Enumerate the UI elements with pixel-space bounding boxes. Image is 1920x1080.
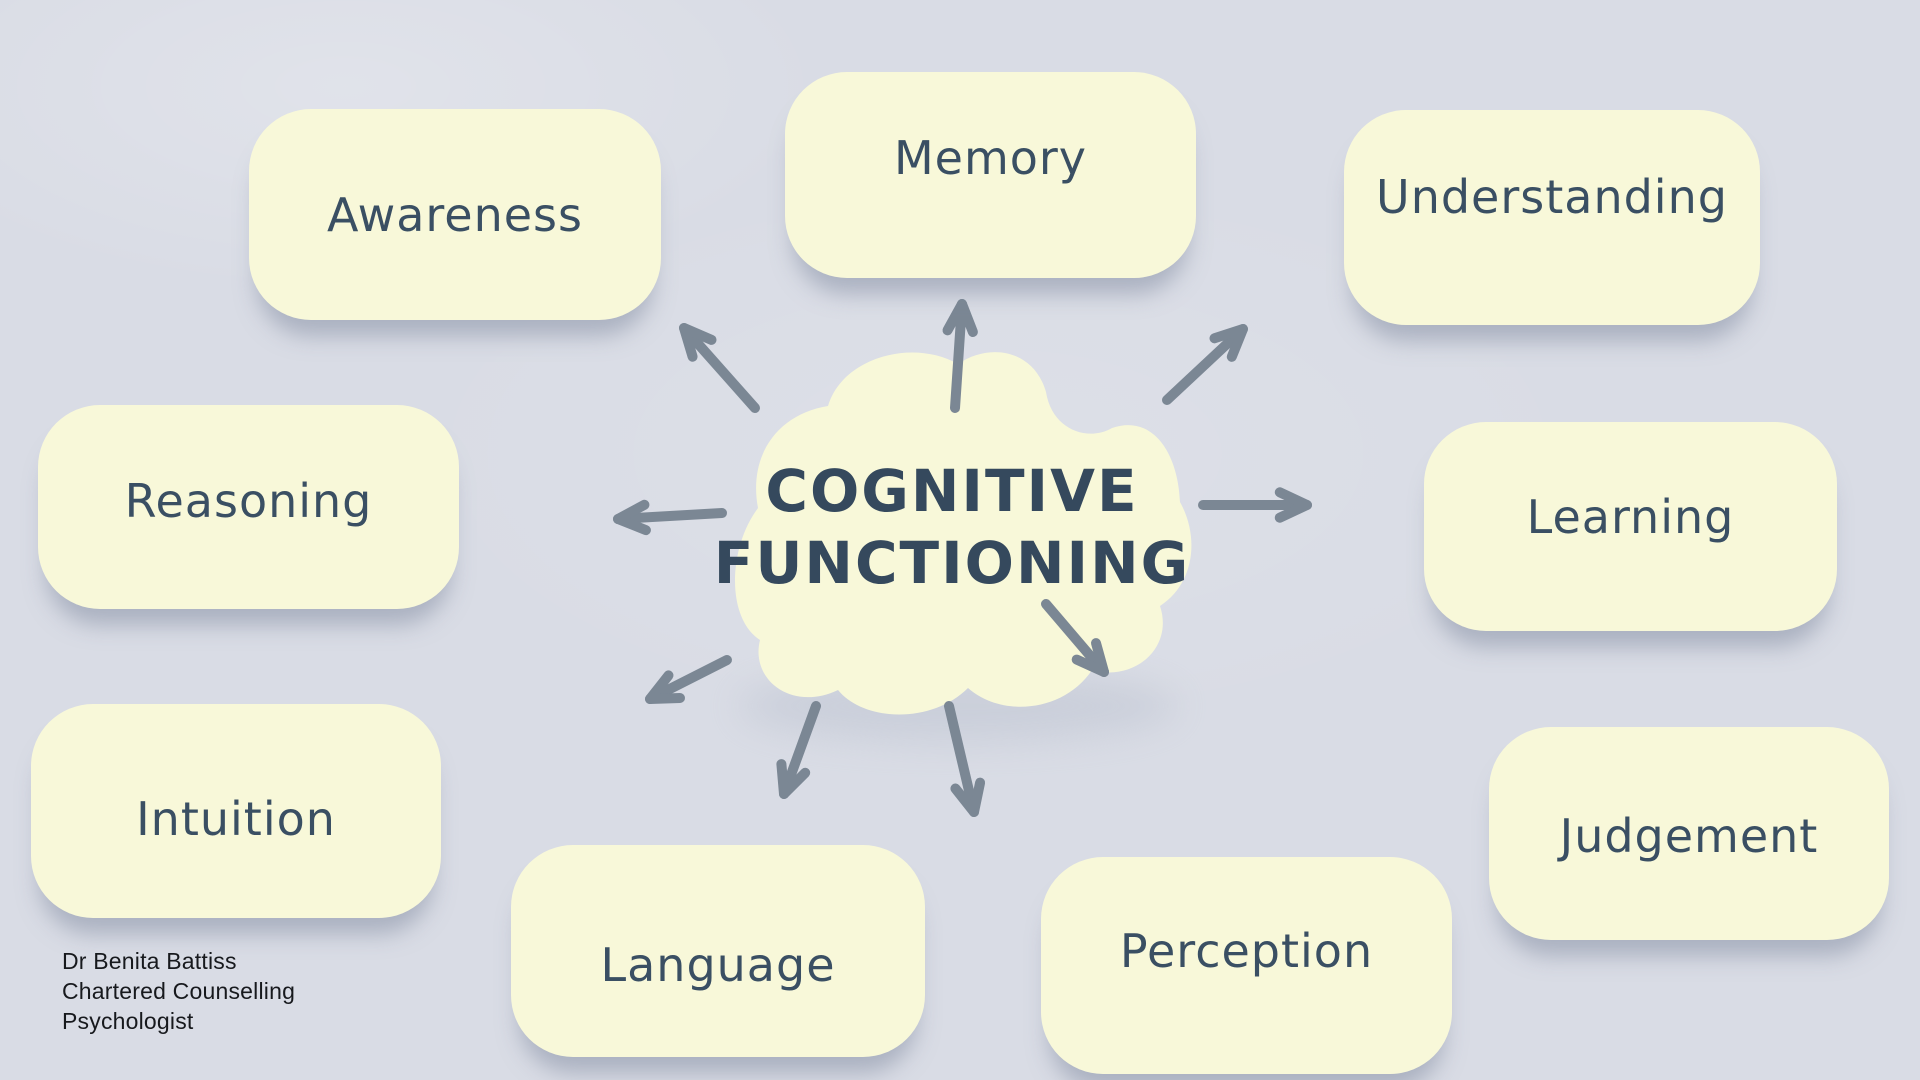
node-card-memory: Memory <box>785 72 1196 278</box>
attribution-line-3: Psychologist <box>62 1008 194 1034</box>
node-card-judgement: Judgement <box>1489 727 1889 940</box>
node-card-awareness: Awareness <box>249 109 661 320</box>
node-label: Memory <box>893 131 1088 185</box>
arrow-to-understanding-icon <box>1162 324 1248 405</box>
center-title-line-2: FUNCTIONING <box>713 529 1191 597</box>
attribution-line-2: Chartered Counselling <box>62 978 296 1004</box>
attribution-line-1: Dr Benita Battiss <box>62 948 237 974</box>
center-title-line-1: COGNITIVE <box>765 457 1139 525</box>
node-label: Intuition <box>136 792 336 846</box>
arrow-to-learning-icon <box>1198 487 1312 523</box>
attribution: Dr Benita Battiss Chartered Counselling … <box>62 946 295 1036</box>
arrow-to-language-icon <box>776 701 821 799</box>
node-label: Language <box>600 938 836 992</box>
node-label: Perception <box>1119 923 1374 978</box>
arrow-to-perception-icon <box>944 701 986 817</box>
center-title: COGNITIVE FUNCTIONING <box>630 455 1274 599</box>
node-card-learning: Learning <box>1424 422 1837 631</box>
node-card-understanding: Understanding <box>1344 110 1760 325</box>
node-label: Learning <box>1526 489 1735 544</box>
node-card-language: Language <box>511 845 925 1057</box>
arrow-to-reasoning-icon <box>613 499 727 536</box>
node-label: Judgement <box>1559 808 1819 863</box>
arrow-to-awareness-icon <box>679 323 760 413</box>
center-blob <box>735 352 1192 715</box>
arrow-to-judgement-icon <box>1041 599 1109 677</box>
arrow-to-intuition-icon <box>645 655 732 704</box>
node-card-reasoning: Reasoning <box>38 405 459 609</box>
node-label: Reasoning <box>124 474 373 528</box>
node-label: Understanding <box>1376 169 1728 224</box>
node-card-perception: Perception <box>1041 857 1452 1074</box>
arrow-to-memory-icon <box>942 299 978 413</box>
node-card-intuition: Intuition <box>31 704 441 918</box>
node-label: Awareness <box>326 187 583 242</box>
